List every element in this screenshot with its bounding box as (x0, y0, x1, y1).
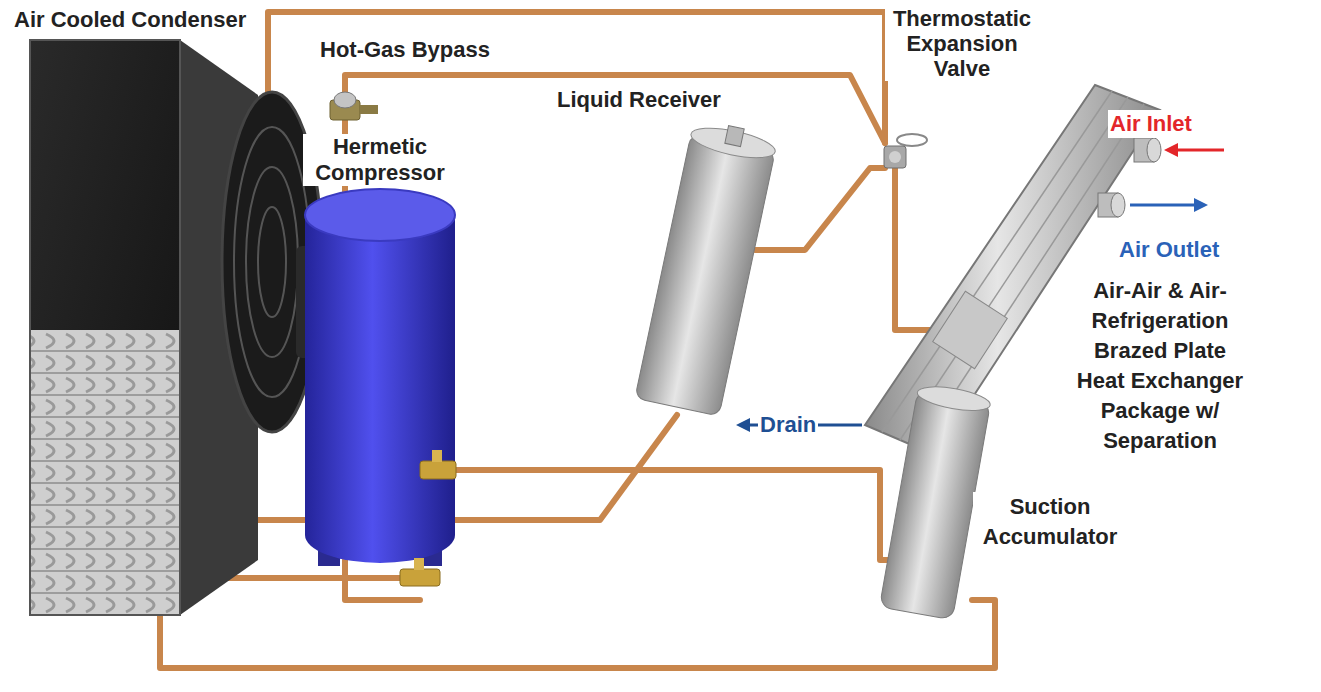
part-label: Air-Air & Air-Refrigeration Brazed Plate… (1066, 276, 1255, 456)
part-label: Air Cooled Condenser (12, 6, 248, 34)
part-label: Hot-Gas Bypass (318, 36, 492, 64)
flow-label: Air Inlet (1108, 110, 1194, 138)
part-label: Hermetic Compressor (303, 134, 457, 186)
bypass-valve-symbol (330, 92, 378, 120)
expansion-valve-symbol (884, 134, 927, 168)
flow-label: Drain (758, 412, 818, 438)
part-label: Suction Accumulator (973, 492, 1127, 552)
copper-pipe (895, 168, 938, 330)
compressor-symbol (305, 189, 456, 586)
air-outlet-arrow (1130, 198, 1208, 212)
part-label: Liquid Receiver (555, 86, 723, 114)
part-label: Thermostatic Expansion Valve (885, 6, 1039, 81)
receiver-symbol (635, 118, 779, 416)
copper-pipe (160, 600, 995, 668)
copper-pipe (755, 168, 885, 250)
copper-pipe (345, 75, 885, 143)
air-inlet-arrow (1164, 143, 1224, 157)
flow-label: Air Outlet (1117, 236, 1221, 264)
copper-pipe (268, 12, 885, 143)
copper-pipe (440, 470, 902, 560)
